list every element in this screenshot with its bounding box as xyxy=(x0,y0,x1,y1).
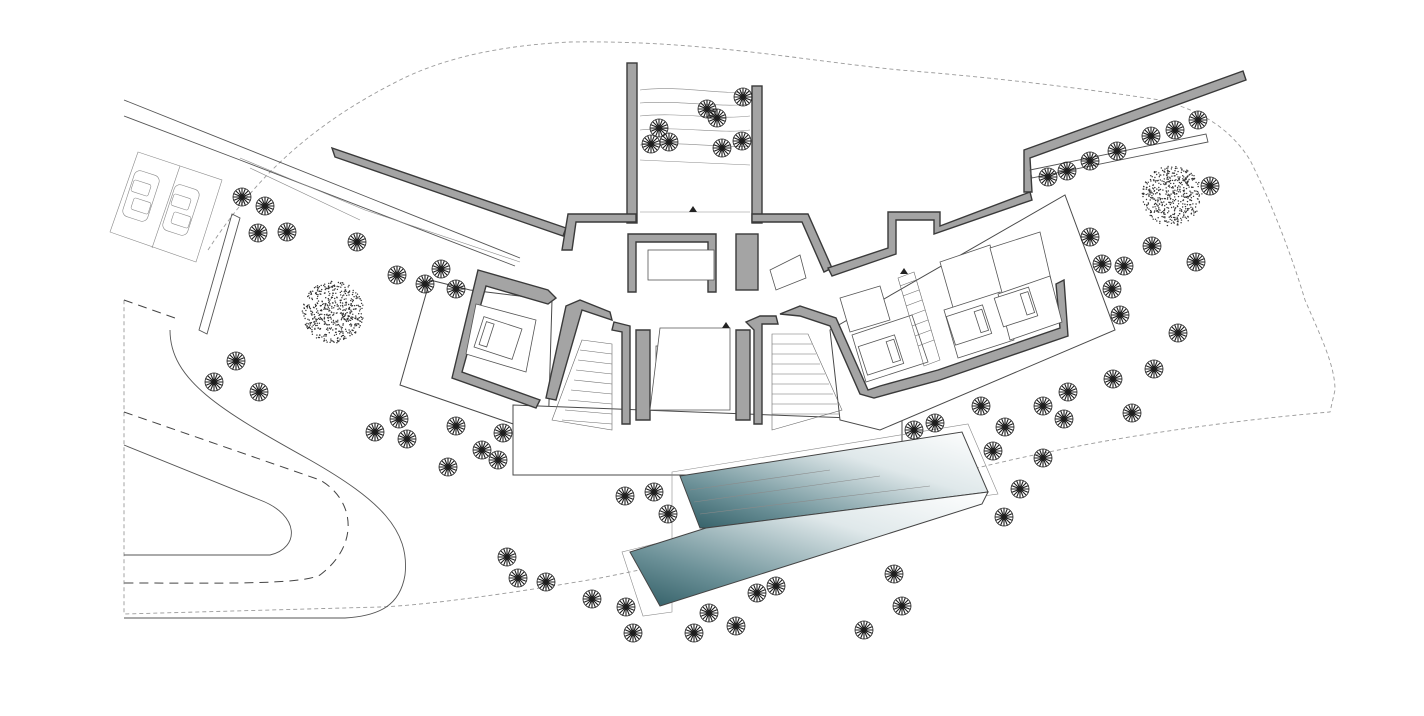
courtyard-garden xyxy=(639,88,751,213)
tree-icon xyxy=(536,572,556,592)
shrub-cluster-icon xyxy=(1141,165,1203,227)
access-road xyxy=(123,99,521,619)
retaining-wall-left xyxy=(330,146,567,237)
tree-icon xyxy=(488,450,508,470)
tree-icon xyxy=(766,576,786,596)
bed-icon xyxy=(945,304,993,346)
tree-icon xyxy=(277,222,297,242)
tree-icon xyxy=(1010,479,1030,499)
tree-icon xyxy=(493,423,513,443)
tree-icon xyxy=(994,507,1014,527)
car-icon xyxy=(162,184,200,236)
tree-icon xyxy=(733,87,753,107)
tree-icon xyxy=(1200,176,1220,196)
courtyard-wall-east xyxy=(751,85,763,224)
tree-icon xyxy=(472,440,492,460)
north-arrow-icon xyxy=(689,206,697,212)
tree-icon xyxy=(712,138,732,158)
tree-icon xyxy=(726,616,746,636)
tree-icon xyxy=(226,351,246,371)
courtyard-wall-west xyxy=(626,62,638,224)
tree-icon xyxy=(438,457,458,477)
tree-icon xyxy=(1092,254,1112,274)
stair-bedroom-wing xyxy=(897,271,941,367)
north-arrow-icon xyxy=(900,268,908,274)
tree-icon xyxy=(925,413,945,433)
tree-icon xyxy=(616,597,636,617)
tree-icon xyxy=(1188,110,1208,130)
tree-icon xyxy=(497,547,517,567)
tree-icon xyxy=(1165,120,1185,140)
tree-icon xyxy=(1141,126,1161,146)
bed-icon xyxy=(473,316,523,360)
car-icon xyxy=(122,170,160,222)
tree-icon xyxy=(1144,359,1164,379)
tree-icon xyxy=(1103,369,1123,389)
tree-icon xyxy=(1033,396,1053,416)
tree-icon xyxy=(389,409,409,429)
tree-icon xyxy=(508,568,528,588)
tree-icon xyxy=(204,372,224,392)
stair-right xyxy=(771,333,843,431)
tree-icon xyxy=(904,420,924,440)
tree-icon xyxy=(615,486,635,506)
shrub-cluster-icon xyxy=(301,280,364,344)
retaining-wall-right xyxy=(1023,70,1247,193)
tree-icon xyxy=(387,265,407,285)
tree-icon xyxy=(971,396,991,416)
tree-icon xyxy=(623,623,643,643)
tree-icon xyxy=(1114,256,1134,276)
parking-area xyxy=(109,151,223,263)
tree-icon xyxy=(684,623,704,643)
tree-icon xyxy=(658,504,678,524)
tree-icon xyxy=(446,279,466,299)
tree-icon xyxy=(1058,382,1078,402)
garden-wall-right xyxy=(1029,133,1209,179)
tree-icon xyxy=(659,132,679,152)
tree-icon xyxy=(644,482,664,502)
tree-icon xyxy=(1054,409,1074,429)
tree-icon xyxy=(1038,167,1058,187)
tree-icon xyxy=(431,259,451,279)
tree-icon xyxy=(707,108,727,128)
swimming-pool xyxy=(621,423,999,617)
tree-icon xyxy=(747,583,767,603)
tree-icon xyxy=(1107,141,1127,161)
tree-icon xyxy=(446,416,466,436)
tree-icon xyxy=(1186,252,1206,272)
tree-icon xyxy=(232,187,252,207)
tree-icon xyxy=(697,99,717,119)
tree-icon xyxy=(884,564,904,584)
tree-icon xyxy=(415,274,435,294)
tree-icon xyxy=(347,232,367,252)
north-arrow-icon xyxy=(722,322,730,328)
tree-icon xyxy=(248,223,268,243)
tree-icon xyxy=(1033,448,1053,468)
tree-icon xyxy=(1122,403,1142,423)
tree-icon xyxy=(582,589,602,609)
tree-icon xyxy=(983,441,1003,461)
tree-icon xyxy=(1080,151,1100,171)
tree-icon xyxy=(1102,279,1122,299)
bed-icon xyxy=(993,286,1039,328)
stair-left xyxy=(551,339,613,431)
tree-icon xyxy=(397,429,417,449)
tree-icon xyxy=(365,422,385,442)
tree-icon xyxy=(732,131,752,151)
tree-icon xyxy=(892,596,912,616)
tree-icon xyxy=(1110,305,1130,325)
tree-icon xyxy=(249,382,269,402)
bed-icon xyxy=(857,334,905,376)
tree-icon xyxy=(1080,227,1100,247)
tree-icon xyxy=(1057,161,1077,181)
tree-icon xyxy=(255,196,275,216)
tree-icon xyxy=(641,134,661,154)
tree-icon xyxy=(995,417,1015,437)
garden-wall xyxy=(198,213,241,335)
tree-icon xyxy=(1142,236,1162,256)
tree-icon xyxy=(854,620,874,640)
tree-icon xyxy=(699,603,719,623)
tree-icon xyxy=(1168,323,1188,343)
